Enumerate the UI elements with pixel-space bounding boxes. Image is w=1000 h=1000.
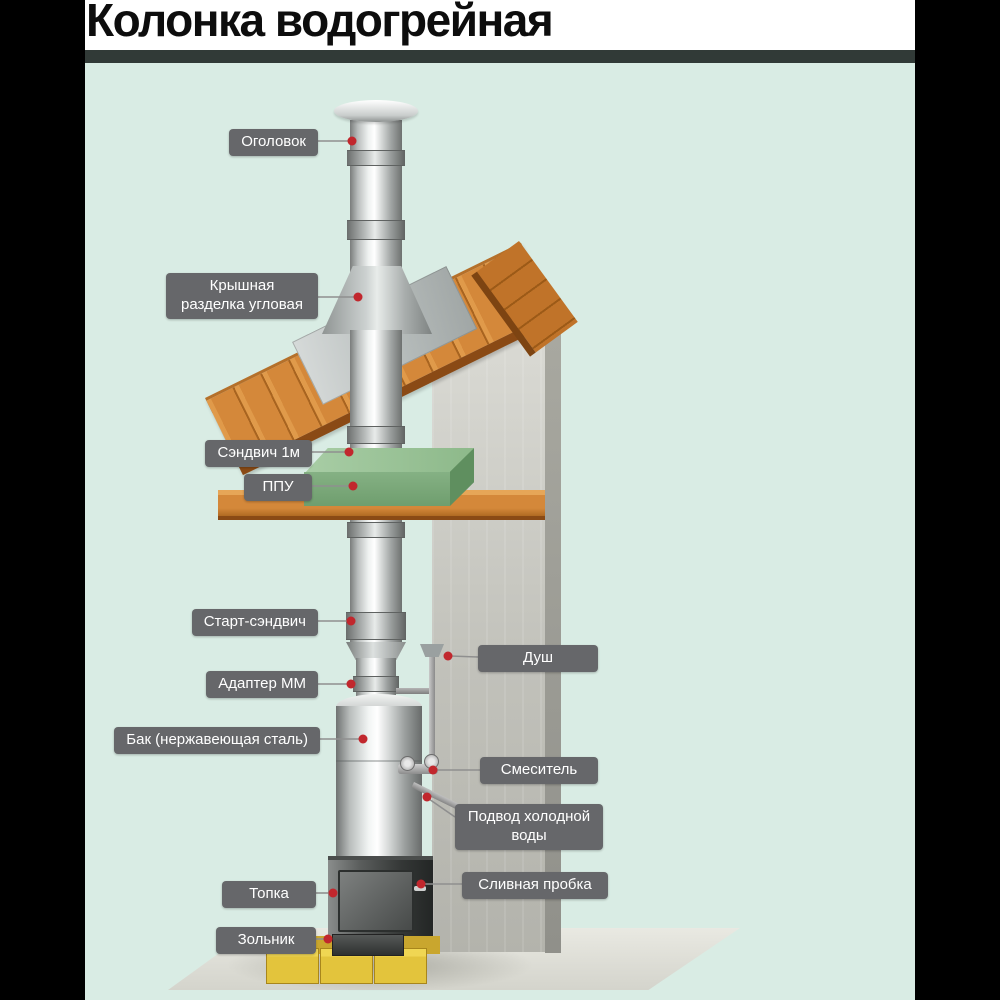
- title-background: [85, 0, 915, 52]
- concrete-wall: [432, 330, 545, 952]
- label-zolnik: Зольник: [216, 927, 316, 954]
- concrete-wall-edge: [545, 333, 561, 953]
- page-title: Колонка водогрейная: [86, 0, 554, 46]
- mixer-handle: [400, 756, 415, 771]
- mixer-body: [398, 764, 438, 774]
- adapter-ring: [353, 676, 399, 692]
- ppu-box-top: [304, 448, 474, 474]
- firebox-door: [338, 870, 414, 932]
- label-slivnaya-probka: Сливная пробка: [462, 872, 608, 899]
- label-dush: Душ: [478, 645, 598, 672]
- tank-seam: [336, 760, 422, 762]
- title-underline: [85, 50, 915, 63]
- flashing-cone: [322, 266, 432, 334]
- shower-connector-pipe: [396, 688, 432, 694]
- right-black-bar: [915, 0, 1000, 1000]
- pipe-joint-ring: [347, 220, 405, 240]
- label-kryshnaya-razdelka: Крышная разделка угловая: [166, 273, 318, 319]
- shower-head: [420, 644, 444, 657]
- pipe-joint-ring: [347, 426, 405, 444]
- label-podvod-vody: Подвод холодной воды: [455, 804, 603, 850]
- label-sandwich-1m: Сэндвич 1м: [205, 440, 312, 467]
- shower-riser-pipe: [429, 654, 435, 768]
- label-smesitel: Смеситель: [480, 757, 598, 784]
- ash-pan: [332, 934, 404, 956]
- chimney-cap-disc: [334, 100, 418, 122]
- chimney-pipe-mid: [347, 330, 405, 456]
- chimney-pipe-lower: [346, 520, 406, 644]
- start-sandwich-bell: [346, 642, 406, 660]
- label-ppu: ППУ: [244, 474, 312, 501]
- mixer-handle: [424, 754, 439, 769]
- label-topka: Топка: [222, 881, 316, 908]
- left-black-bar: [0, 0, 85, 1000]
- start-sandwich-collar: [346, 612, 406, 640]
- label-start-sandwich: Старт-сэндвич: [191, 609, 318, 636]
- firebox-door-handle: [414, 886, 426, 891]
- label-adapter-mm: Адаптер ММ: [206, 671, 318, 698]
- pipe-joint-ring: [347, 522, 405, 538]
- label-bak: Бак (нержавеющая сталь): [114, 727, 320, 754]
- pipe-joint-ring: [347, 150, 405, 166]
- tank-body: [336, 706, 422, 866]
- label-ogolovok: Оголовок: [229, 129, 318, 156]
- ppu-box-front: [304, 472, 450, 506]
